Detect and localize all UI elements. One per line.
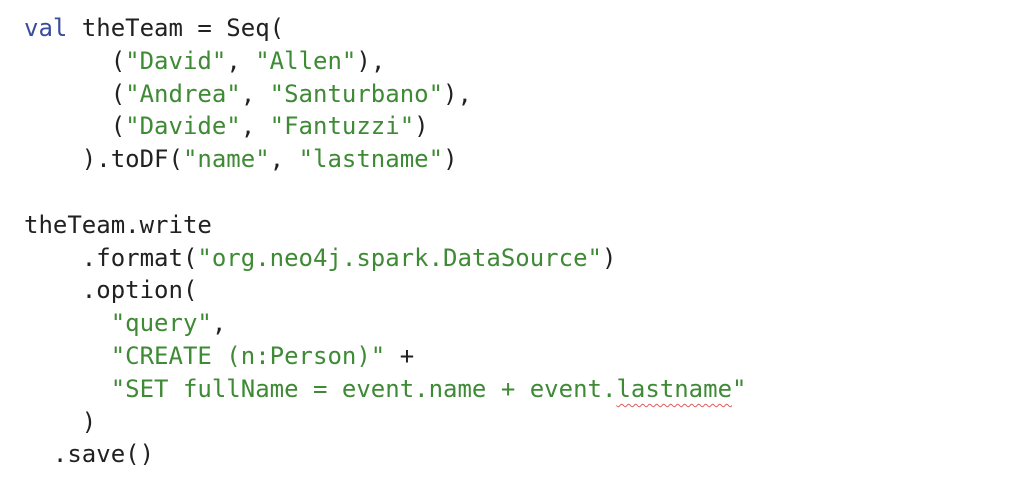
code-indent (24, 47, 111, 75)
code-string: "Fantuzzi" (269, 112, 415, 141)
code-string: "David" (125, 46, 227, 75)
code-text: ) (81, 407, 97, 436)
code-text: , (240, 79, 270, 108)
code-text: , (226, 46, 256, 75)
code-text: ) (601, 243, 617, 272)
code-indent (24, 112, 111, 140)
code-string: "name" (182, 145, 270, 174)
code-line[interactable]: .save() (24, 438, 1024, 471)
code-string: "query" (110, 309, 212, 338)
code-line[interactable]: .option( (24, 274, 1024, 307)
code-text: ) (443, 145, 458, 174)
code-keyword: val (24, 14, 68, 42)
code-string: "Santurbano" (269, 79, 444, 108)
code-line[interactable]: ).toDF("name", "lastname") (24, 143, 1024, 176)
code-text: ).toDF( (81, 145, 183, 174)
code-indent (24, 145, 82, 173)
code-text: .option( (81, 276, 198, 305)
code-string: "org.neo4j.spark.DataSource" (197, 243, 602, 272)
code-line[interactable]: .format("org.neo4j.spark.DataSource") (24, 242, 1024, 275)
code-text: .format( (81, 243, 198, 272)
code-string: "CREATE (n:Person)" (110, 341, 386, 370)
code-indent (24, 276, 82, 304)
code-text: , (211, 309, 227, 338)
code-indent (24, 408, 82, 436)
code-line[interactable]: "query", (24, 307, 1024, 340)
code-line[interactable]: theTeam.write (24, 209, 1024, 242)
code-indent (24, 375, 111, 403)
code-line[interactable]: "SET fullName = event.name + event.lastn… (24, 373, 1024, 406)
code-text: .save() (52, 440, 155, 469)
code-line[interactable]: val theTeam = Seq( (24, 12, 1024, 45)
code-line[interactable]: ("Andrea", "Santurbano"), (24, 78, 1024, 111)
code-text: , (240, 112, 270, 141)
code-string: "SET fullName = event.name + event. (110, 374, 617, 403)
code-text: ), (356, 46, 386, 75)
code-text: ) (414, 112, 429, 141)
code-text: + (385, 341, 415, 370)
code-text: theTeam = Seq( (67, 14, 285, 42)
code-line[interactable]: ("Davide", "Fantuzzi") (24, 110, 1024, 143)
code-text: ( (110, 79, 126, 108)
code-text: ( (110, 46, 126, 75)
code-line[interactable]: "CREATE (n:Person)" + (24, 340, 1024, 373)
code-line[interactable]: ) (24, 406, 1024, 439)
code-indent (24, 80, 111, 108)
code-text: , (269, 145, 299, 174)
code-string: " (732, 374, 747, 403)
code-indent (24, 440, 53, 468)
code-text: theTeam.write (24, 210, 212, 239)
code-text: ), (443, 79, 472, 108)
code-string: "Andrea" (125, 79, 241, 108)
code-text: ( (110, 112, 126, 141)
code-indent (24, 342, 111, 370)
code-indent (24, 309, 111, 337)
code-string: "Davide" (125, 112, 241, 141)
spellcheck-flagged-word: lastname (616, 374, 733, 403)
code-string: "Allen" (255, 46, 357, 75)
code-string: "lastname" (298, 145, 444, 174)
code-line[interactable]: ("David", "Allen"), (24, 45, 1024, 78)
code-line[interactable] (24, 176, 1024, 209)
code-indent (24, 244, 82, 272)
